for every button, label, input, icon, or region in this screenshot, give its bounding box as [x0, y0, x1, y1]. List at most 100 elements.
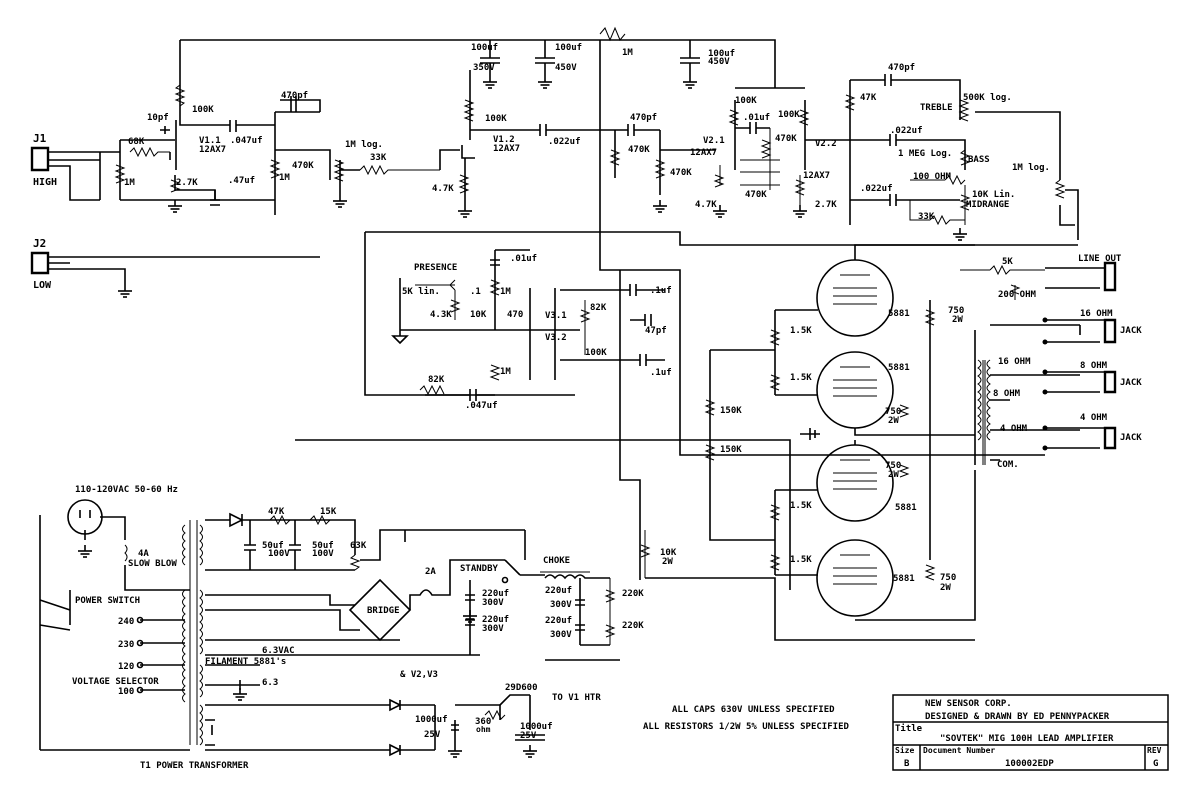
tb-docnum: 100002EDP [1005, 759, 1054, 769]
label-c47uf: .47uf [228, 176, 255, 186]
label-pot10k: 10K Lin. [972, 189, 1015, 200]
label-tov1: TO V1 HTR [552, 693, 601, 703]
label-pot1mlog-b: 1M log. [1012, 163, 1050, 173]
label-w2-d: 2W [940, 583, 951, 593]
label-r47k-a: 4.7K [432, 184, 454, 194]
label-v2-2b: 12AX7 [803, 171, 830, 181]
label-w2-b: 2W [888, 416, 899, 426]
label-c50uf-b: 50uf [312, 541, 334, 551]
label-choke: CHOKE [543, 556, 570, 566]
label-c47pf: 47pf [645, 326, 667, 336]
label-v300c: 300V [550, 600, 572, 610]
label-lineout: LINE OUT [1078, 254, 1122, 264]
label-v1-1: V1.1 [199, 136, 221, 146]
label-w2-a: 2W [952, 315, 963, 325]
tb-drawn-by: DESIGNED & DRAWN BY ED PENNYPACKER [925, 712, 1110, 722]
label-v63b: 6.3 [262, 678, 278, 688]
label-c470pf-b: 470pf [630, 113, 657, 123]
label-r360: 360 [475, 717, 491, 727]
label-treble: TREBLE [920, 103, 953, 113]
label-pot1m: 1M log. [345, 140, 383, 150]
label-r1m-in: 1M [124, 178, 135, 188]
label-ohm4b: 4 OHM [1000, 424, 1028, 434]
label-r200ohm: 200 OHM [998, 290, 1037, 300]
label-t5881-b: 5881 [888, 363, 910, 373]
label-v240: 240 [118, 617, 134, 627]
label-v2-2: V2.2 [815, 139, 837, 149]
label-c470pf-a: 470pf [281, 91, 308, 101]
label-r27k-b: 2.7K [815, 200, 837, 210]
label-r33k-a: 33K [370, 153, 387, 163]
label-t1: T1 POWER TRANSFORMER [140, 761, 249, 771]
label-r15k-d: 1.5K [790, 555, 812, 565]
tb-size-label: Size [895, 745, 914, 755]
label-r100k-d: 100K [778, 110, 800, 120]
label-v1-2: V1.2 [493, 135, 515, 145]
label-c01uf-b: .01uf [510, 254, 537, 264]
label-r150k-b: 150K [720, 445, 742, 455]
label-v1-1b: 12AX7 [199, 145, 226, 155]
label-t5881-c: 5881 [895, 503, 917, 513]
label-pot1meg: 1 MEG Log. [898, 149, 952, 159]
label-v450-a: 450V [555, 63, 577, 73]
label-v100a: 100V [268, 549, 290, 559]
label-v1-2b: 12AX7 [493, 144, 520, 154]
label-r220k-b: 220K [622, 621, 644, 631]
label-c1uf-a: .1uf [650, 286, 672, 296]
label-r150k-a: 150K [720, 406, 742, 416]
label-pot5k: 5K lin. [402, 286, 440, 297]
preamp-section [30, 26, 1079, 298]
label-r68k: 68K [128, 137, 145, 147]
label-r27k: 2.7K [176, 178, 198, 188]
label-v300b: 300V [482, 624, 504, 634]
label-com: COM. [997, 460, 1019, 470]
label-low: LOW [33, 280, 52, 291]
label-v100b: 100V [312, 549, 334, 559]
label-r1m-c: 1M [622, 48, 633, 58]
label-r15k-b: 1.5K [790, 373, 812, 383]
component-labels: J1 HIGH J2 LOW 68K 1M 10pf 100K V1.1 12A… [33, 43, 1142, 771]
label-r1m-e: 1M [500, 367, 511, 377]
label-c100uf-a: 100uf [471, 43, 498, 53]
label-v3-1: V3.1 [545, 311, 567, 321]
label-fuse: 4A [138, 549, 149, 559]
label-r43k: 4.3K [430, 310, 452, 320]
tb-title-label: Title [895, 723, 923, 734]
label-r220k-a: 220K [622, 589, 644, 599]
label-c10pf: 10pf [147, 113, 169, 123]
label-presence: PRESENCE [414, 263, 457, 273]
label-bass: BASS [968, 155, 990, 165]
label-r750-b: 750 [885, 407, 901, 417]
label-c01uf-a: .01uf [743, 113, 770, 123]
label-c047b: .047uf [465, 401, 498, 411]
label-r33k-b: 33K [918, 212, 935, 222]
label-r15k-c: 1.5K [790, 501, 812, 511]
label-r1m-b: 1M [279, 173, 290, 183]
label-fuse2a: 2A [425, 567, 436, 577]
label-r100k-b: 100K [485, 114, 507, 124]
label-high: HIGH [33, 177, 57, 188]
tb-title: "SOVTEK" MIG 100H LEAD AMPLIFIER [940, 734, 1114, 744]
label-jack2: JACK [1120, 378, 1142, 388]
label-mains: 110-120VAC 50-60 Hz [75, 485, 178, 495]
label-t5881-a: 5881 [888, 309, 910, 319]
label-c220c: 220uf [545, 586, 572, 596]
label-c022a: .022uf [548, 137, 581, 147]
label-ohm8b: 8 OHM [993, 389, 1021, 399]
label-r750-a: 750 [948, 306, 964, 316]
note-caps: ALL CAPS 630V UNLESS SPECIFIED [672, 705, 835, 715]
label-r470k-b: 470K [628, 145, 650, 155]
label-midrange: MIDRANGE [966, 200, 1009, 210]
tb-rev-label: REV [1147, 746, 1162, 755]
label-v350: 350V [473, 63, 495, 73]
tb-docnum-label: Document Number [923, 746, 995, 755]
label-slowblow: SLOW BLOW [128, 559, 177, 569]
label-c1000a: 1000uf [415, 715, 448, 725]
label-ohm8: 8 OHM [1080, 361, 1108, 371]
label-r10k: 10K [470, 310, 487, 320]
label-c1uf-b: .1uf [650, 368, 672, 378]
label-r47k-d: 47K [268, 507, 285, 517]
label-r10k2w: 10K [660, 548, 677, 558]
label-v2-1: V2.1 [703, 136, 725, 146]
